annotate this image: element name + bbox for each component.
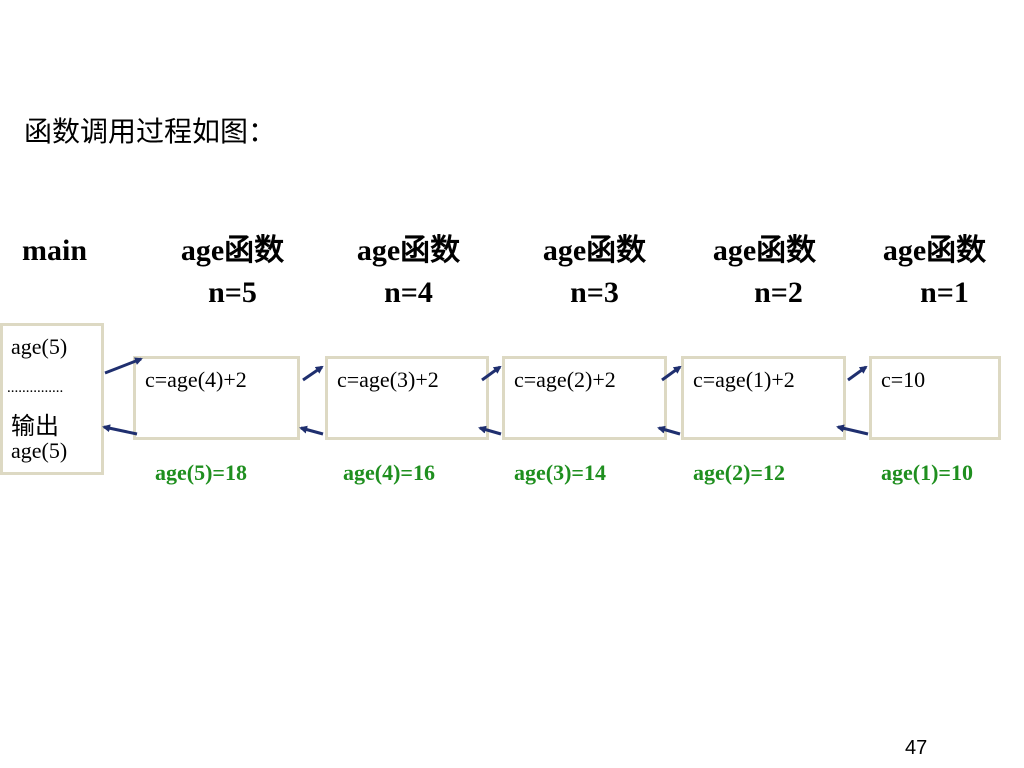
result-label-3: age(3)=14: [514, 460, 606, 485]
call-arrow-5: [847, 365, 868, 382]
call-expression: c=age(4)+2: [145, 367, 247, 392]
call-expression: c=age(1)+2: [693, 367, 795, 392]
main-output-value: age(5): [11, 438, 68, 463]
page-heading: 函数调用过程如图：: [24, 115, 277, 148]
result-label-1: age(5)=18: [155, 460, 247, 485]
return-arrow-3: [478, 425, 502, 436]
call-arrow-2: [302, 365, 324, 382]
column-n-1: n=5: [208, 276, 257, 309]
column-title-1: age函数: [180, 234, 285, 267]
call-expression: c=age(3)+2: [337, 367, 439, 392]
return-arrow-1: [102, 424, 138, 436]
main-output-label: 输出: [11, 412, 59, 440]
column-n-4: n=2: [754, 276, 803, 309]
call-box-2: c=age(3)+2: [325, 356, 489, 440]
column-n-5: n=1: [920, 276, 969, 309]
call-arrow-3: [481, 365, 502, 382]
call-box-3: c=age(2)+2: [502, 356, 667, 440]
main-label: main: [22, 234, 88, 267]
call-arrow-4: [661, 365, 682, 382]
column-title-2: age函数: [356, 234, 461, 267]
page-number: 47: [905, 737, 928, 759]
return-arrow-4: [657, 425, 681, 436]
call-expression: c=age(2)+2: [514, 367, 616, 392]
main-call-text: age(5): [11, 334, 68, 359]
call-arrow-1: [104, 357, 143, 375]
column-n-2: n=4: [384, 276, 433, 309]
column-title-3: age函数: [542, 234, 647, 267]
main-ellipsis: ...............: [7, 380, 64, 396]
call-box-4: c=age(1)+2: [681, 356, 846, 440]
call-box-5: c=10: [869, 356, 1001, 440]
return-arrow-5: [836, 424, 869, 436]
return-arrow-2: [299, 425, 324, 436]
main-box: age(5) ............... 输出 age(5): [0, 323, 104, 475]
result-label-2: age(4)=16: [343, 460, 435, 485]
call-box-1: c=age(4)+2: [133, 356, 300, 440]
result-label-4: age(2)=12: [693, 460, 785, 485]
result-label-5: age(1)=10: [881, 460, 973, 485]
column-title-4: age函数: [712, 234, 817, 267]
column-title-5: age函数: [882, 234, 987, 267]
call-expression: c=10: [881, 367, 926, 392]
column-n-3: n=3: [570, 276, 619, 309]
